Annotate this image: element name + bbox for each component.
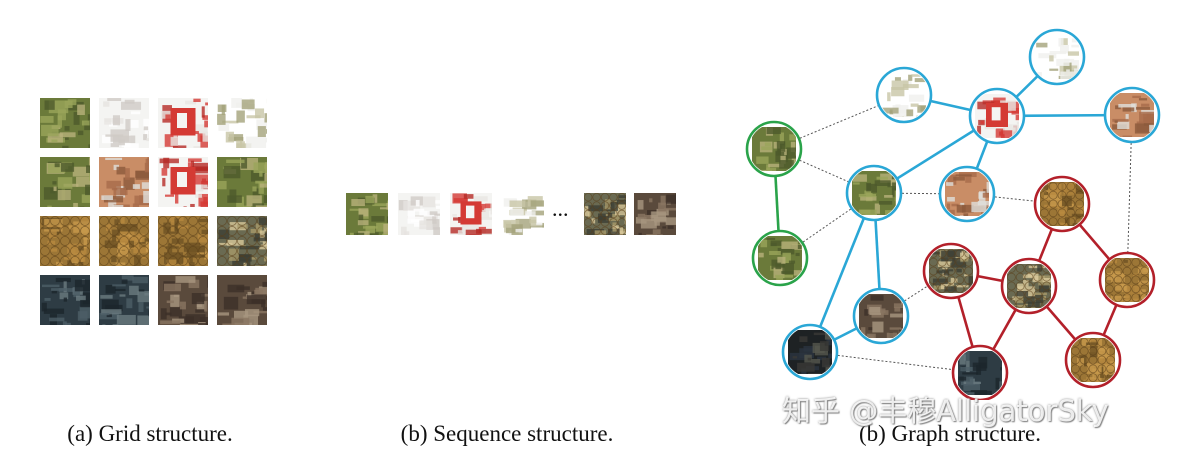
graph-node-patch	[928, 248, 974, 294]
grid-patch	[40, 157, 90, 207]
grid-patch	[158, 157, 208, 207]
sequence-patch	[450, 193, 492, 235]
sequence-patch	[398, 193, 440, 235]
graph-node	[1064, 331, 1122, 389]
grid-patch	[40, 216, 90, 266]
graph-structure	[740, 20, 1170, 400]
graph-node-patch	[958, 351, 1002, 395]
graph-node-patch	[1035, 35, 1079, 79]
graph-node	[845, 164, 903, 222]
grid-patch	[40, 275, 90, 325]
graph-node-patch	[1039, 181, 1085, 227]
grid-patch	[158, 216, 208, 266]
graph-node	[852, 287, 910, 345]
graph-node	[968, 87, 1026, 145]
grid-patch	[40, 98, 90, 148]
grid-patch	[158, 98, 208, 148]
grid-patch	[99, 98, 149, 148]
graph-edge	[808, 192, 876, 353]
grid-patch	[217, 98, 267, 148]
graph-node	[781, 323, 839, 381]
sequence-ellipsis: ...	[552, 196, 569, 221]
grid-image-patches	[40, 98, 267, 325]
sequence-patch	[583, 192, 627, 236]
sequence-patch	[634, 193, 676, 235]
graph-node-patch	[1110, 93, 1154, 137]
graph-node	[1000, 257, 1058, 315]
graph-node-patch	[752, 127, 796, 171]
grid-patch	[99, 275, 149, 325]
graph-node-patch	[788, 330, 832, 374]
graph-node	[938, 165, 996, 223]
grid-structure	[40, 98, 268, 326]
grid-patch	[217, 157, 267, 207]
caption-grid: (a) Grid structure.	[67, 421, 233, 446]
sequence-patch	[502, 193, 544, 235]
graph-node-patch	[882, 73, 926, 117]
graph-node	[951, 344, 1009, 400]
caption-graph: (b) Graph structure.	[858, 421, 1042, 446]
graph-node-patch	[975, 94, 1019, 138]
grid-patch	[99, 216, 149, 266]
graph-node-patch	[1104, 257, 1150, 303]
graph-node	[922, 242, 980, 300]
graph-node-patch	[758, 236, 802, 280]
graph-node	[1098, 251, 1156, 309]
graph-node-patch	[852, 171, 896, 215]
watermark: 知乎 @丰穆AlligatorSky	[782, 394, 1109, 428]
grid-patch	[217, 275, 267, 325]
graph-node-patch	[1006, 263, 1052, 309]
graph-node	[875, 66, 933, 124]
graph-node	[745, 120, 803, 178]
graph-dashed-edge	[779, 192, 875, 259]
grid-patch	[99, 157, 149, 207]
graph-node	[1103, 86, 1161, 144]
sequence-patch	[346, 193, 388, 235]
grid-patch	[158, 275, 208, 325]
sequence-image-patches	[346, 192, 676, 236]
graph-node-patch	[859, 294, 903, 338]
graph-diagram	[745, 28, 1161, 400]
grid-patch	[217, 216, 267, 266]
caption-sequence: (b) Sequence structure.	[400, 421, 614, 446]
graph-node	[1033, 175, 1091, 233]
graph-dashed-edge	[809, 351, 981, 374]
graph-node-patch	[1070, 337, 1116, 383]
graph-node	[751, 229, 809, 287]
graph-node-patch	[945, 172, 989, 216]
graph-node	[1028, 28, 1086, 86]
sequence-structure	[346, 190, 678, 238]
